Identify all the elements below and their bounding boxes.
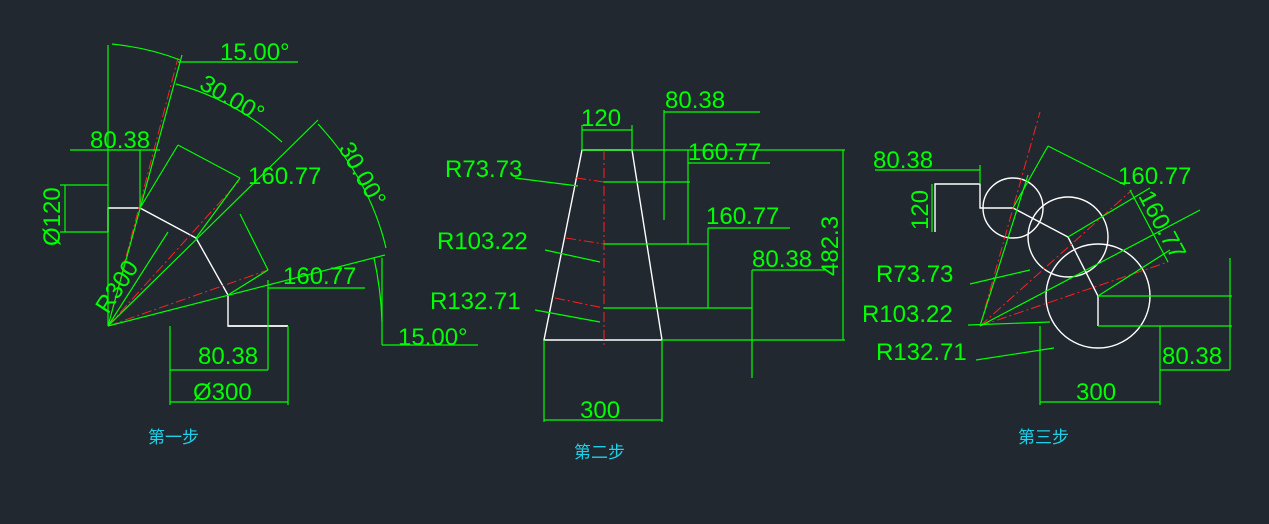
step1-center-ray-1: [107, 57, 179, 327]
step3-ray-d: [1067, 187, 1151, 238]
step1-angle-30-b: 30.00°: [333, 138, 391, 212]
step1-arc-30-b: [317, 123, 387, 249]
step2-dim-80-top: 80.38: [665, 87, 725, 114]
step2-trapezoid: [543, 149, 663, 341]
step3-width-300: 300: [1076, 379, 1116, 406]
step2-width-120: 120: [581, 105, 621, 132]
step1-ray-15: [107, 54, 183, 327]
step1-center-ray-2: [107, 179, 241, 327]
step1-arc-15-top: [111, 43, 181, 61]
step3-dim-160-b: [1129, 189, 1169, 263]
step1-drawing: 15.00° 30.00° 30.00° 15.00° 80.38 160.77…: [39, 39, 478, 448]
step2-height-482: 482.3: [817, 216, 844, 276]
step2-r103: R103.22: [437, 228, 528, 255]
step2-r73: R73.73: [445, 156, 522, 183]
step1-dim-160-a: [177, 144, 241, 179]
step1-r300-leader: [107, 231, 169, 327]
step3-inner-profile: [934, 183, 1099, 326]
step3-r132-leader: [975, 347, 1055, 361]
step1-ray-75: [107, 254, 386, 327]
step1-dim-160-b: 160.77: [283, 263, 356, 290]
step3-ray-b: [979, 209, 1201, 327]
step3-r103: R103.22: [862, 301, 953, 328]
step1-dia-120: Ø120: [39, 187, 66, 246]
step2-width-300: 300: [580, 397, 620, 424]
step3-r132: R132.71: [876, 339, 967, 366]
step3-dim-120: 120: [907, 190, 934, 230]
step3-center-ray-3: [979, 261, 1169, 327]
step2-r103-leader: [544, 249, 601, 263]
step1-ray-seg-c: [227, 269, 269, 296]
step3-ray-e: [1097, 249, 1171, 297]
step3-label: 第三步: [1018, 428, 1069, 448]
step1-ray-seg-a: [139, 144, 179, 209]
step1-angle-15-bottom: 15.00°: [398, 324, 468, 351]
step3-dim-80-bottom: 80.38: [1162, 343, 1222, 370]
step2-drawing: 120 80.38 160.77 160.77 80.38 482.3 R73.…: [430, 87, 845, 463]
step1-dim-160-b: [239, 213, 269, 271]
step1-radius-300: R300: [90, 255, 144, 318]
step1-angle-30-a: 30.00°: [195, 70, 269, 128]
step2-r132: R132.71: [430, 288, 521, 315]
step2-dim-80-right: 80.38: [752, 246, 812, 273]
step3-dim-80-top: 80.38: [873, 147, 933, 174]
step2-dim-160-b: 160.77: [706, 203, 779, 230]
step3-dim-160-a: 160.77: [1118, 163, 1191, 190]
step3-r103-leader: [967, 321, 1051, 326]
step3-dim-160-a: [1047, 145, 1126, 186]
step1-dim-80-top: 80.38: [90, 127, 150, 154]
step3-r73-leader: [969, 269, 1031, 285]
step2-r132-leader: [534, 309, 601, 323]
step3-dim-160-b: 160.77: [1133, 186, 1191, 263]
step1-label: 第一步: [148, 428, 199, 448]
step1-dim-160-a: 160.77: [248, 163, 321, 190]
step1-arc-15-bottom: [373, 257, 383, 323]
step2-cut-2: [565, 237, 605, 245]
step2-dim-160-a: 160.77: [688, 139, 761, 166]
step2-cut-3: [554, 297, 605, 309]
step1-dia-300: Ø300: [193, 379, 252, 406]
step1-angle-15-top: 15.00°: [220, 39, 290, 66]
step3-r73: R73.73: [876, 261, 953, 288]
step3-center-ray-1: [979, 111, 1041, 327]
step2-label: 第二步: [574, 443, 625, 463]
step2-r73-leader: [514, 177, 579, 187]
step3-center-ray-2: [979, 189, 1133, 327]
step1-dim-80-bottom: 80.38: [198, 343, 258, 370]
step3-drawing: 80.38 120 160.77 160.77 R73.73 R103.22 R…: [862, 111, 1232, 448]
step2-cut-1: [575, 177, 605, 183]
step3-circle-medium: [1027, 196, 1109, 278]
step3-ray-a: [979, 174, 1029, 327]
step1-ray-45: [107, 119, 319, 327]
step3-ray-c: [1012, 145, 1049, 209]
step1-arc-30-a: [175, 83, 283, 143]
step1-ray-seg-b: [195, 177, 241, 239]
